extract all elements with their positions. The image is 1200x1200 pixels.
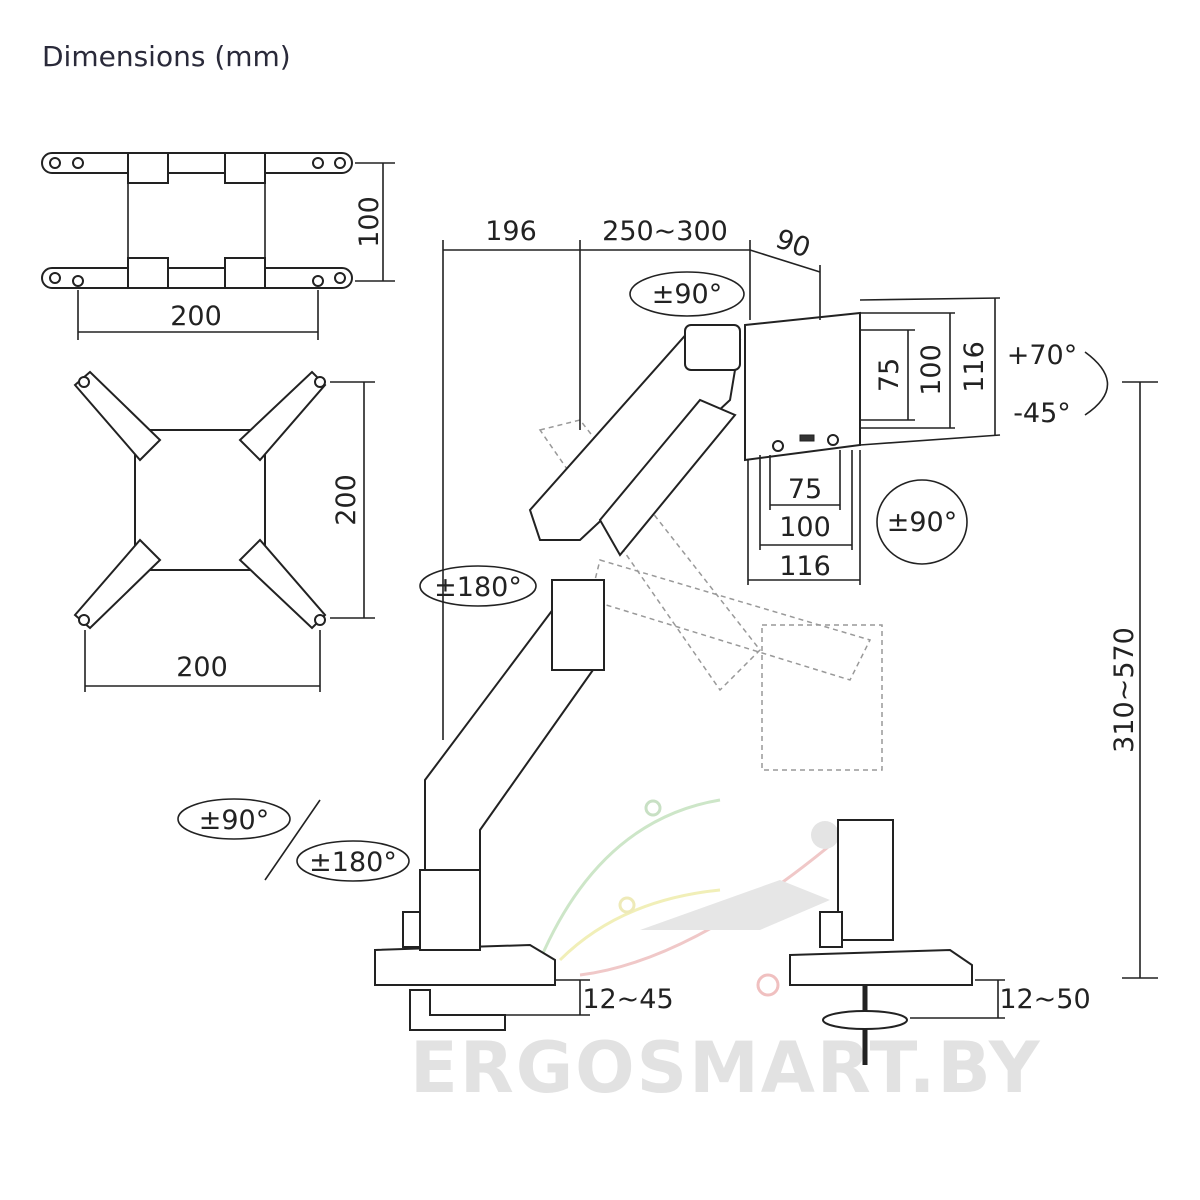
vesa-bottom-height-label: 200 (331, 474, 362, 526)
rotate-plate-label: ±90° (887, 507, 957, 538)
watermark-logo: ERGOSMART.BY (410, 798, 1042, 1109)
plate-dimension-lines (747, 297, 1001, 585)
reach-dimension-lines (442, 240, 821, 740)
vesa-bottom-width-label: 200 (176, 652, 228, 683)
rotate-base-a-arrow-icon (177, 798, 291, 840)
watermark-text: ERGOSMART.BY (410, 1027, 1042, 1109)
plate-h-100-label: 100 (779, 512, 831, 543)
height-range-label: 310~570 (1109, 627, 1140, 753)
plate-h-75-label: 75 (788, 474, 822, 505)
vesa-adapter-200 (73, 370, 375, 692)
vesa-top-width-label: 200 (170, 301, 222, 332)
rotate-base-b-arrow-icon (296, 840, 410, 882)
rotate-plate-arrow-icon (876, 479, 968, 565)
plate-h-116-label: 116 (779, 551, 831, 582)
grommet-base (505, 819, 1005, 1065)
rotate-mid-label: ±180° (434, 572, 522, 603)
reach-base-label: 196 (485, 216, 537, 247)
tilt-down-label: -45° (1013, 398, 1071, 429)
rotate-mid-arrow-icon (419, 565, 537, 607)
divider-line (264, 799, 321, 881)
tilt-up-label: +70° (1007, 340, 1077, 371)
monitor-arm (374, 324, 742, 1031)
vesa-adapter-100 (41, 152, 395, 340)
rotate-head-arrow-icon (629, 271, 745, 317)
vesa-plate (744, 311, 861, 462)
rotate-base-a-label: ±90° (199, 805, 269, 836)
vesa-top-height-label: 100 (354, 196, 385, 248)
plate-v-116-label: 116 (959, 341, 990, 393)
plate-v-75-label: 75 (874, 358, 905, 392)
clamp-range-label: 12~45 (582, 984, 673, 1015)
plate-v-100-label: 100 (916, 344, 947, 396)
rotate-head-label: ±90° (652, 279, 722, 310)
page-title: Dimensions (mm) (42, 40, 291, 73)
reach-arm-label: 250~300 (602, 216, 728, 247)
rotate-base-b-label: ±180° (309, 847, 397, 878)
height-dimension-lines (1122, 381, 1158, 979)
tilt-arrow-icon (1084, 351, 1109, 416)
grommet-range-label: 12~50 (999, 984, 1090, 1015)
